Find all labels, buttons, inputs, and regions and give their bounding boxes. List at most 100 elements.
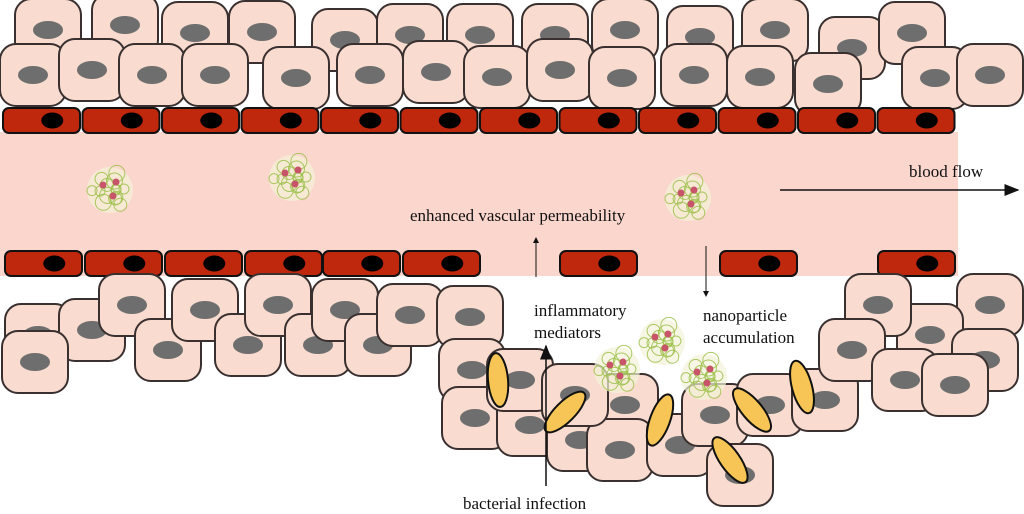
accumulation-label-line2: accumulation — [703, 328, 795, 347]
nanoparticle-polymer-coil — [691, 205, 706, 220]
nanoparticle-polymer-coil — [625, 363, 637, 375]
nanoparticle-payload — [109, 192, 117, 200]
nanoparticle-payload — [687, 200, 695, 208]
endothelial-cell — [638, 107, 717, 134]
tissue-cell — [794, 52, 862, 116]
nanoparticle-payload — [112, 178, 120, 186]
nanoparticle-polymer-coil — [707, 384, 722, 399]
tissue-cell — [956, 43, 1024, 107]
nanoparticle-payload — [693, 368, 701, 376]
tissue-cell-nucleus — [20, 353, 50, 371]
tissue-cell-nucleus — [247, 23, 277, 41]
nanoparticle-polymer-coil — [703, 377, 718, 392]
tissue-cell-nucleus — [679, 66, 709, 84]
tissue-cell-nucleus — [263, 296, 293, 314]
tissue-cell-nucleus — [330, 301, 360, 319]
tissue-cell-nucleus — [745, 68, 775, 86]
nanoparticle — [664, 172, 711, 221]
nanoparticle-payload — [294, 166, 302, 174]
nanoparticle-polymer-coil — [616, 370, 631, 385]
bacterium — [645, 393, 675, 447]
endothelial-cell-nucleus — [758, 255, 781, 272]
nanoparticle-polymer-coil — [657, 324, 675, 342]
bacterium — [732, 387, 772, 433]
endothelial-layer — [2, 107, 956, 277]
endothelial-cell-nucleus — [361, 255, 384, 272]
endothelial-cell — [479, 107, 558, 134]
endothelial-cell-nucleus — [597, 112, 620, 129]
endothelial-cell — [322, 250, 401, 277]
endothelial-cell-nucleus — [123, 255, 146, 272]
tissue-cell — [336, 43, 404, 107]
tissue-cell — [118, 43, 186, 107]
nanoparticle-payload — [703, 379, 711, 387]
tissue-cell-nucleus — [915, 326, 945, 344]
nanoparticles — [86, 152, 727, 400]
endothelial-cell — [81, 107, 161, 134]
bacterium — [789, 359, 815, 415]
mediators-label-line2: mediators — [534, 323, 602, 342]
endothelial-cell — [559, 250, 638, 277]
tissue-cell-nucleus — [281, 69, 311, 87]
tissue-cell-nucleus — [482, 68, 512, 86]
endothelial-cell-nucleus — [438, 112, 461, 129]
endothelial-cell-nucleus — [756, 112, 779, 129]
nanoparticle-polymer-coil — [699, 359, 717, 377]
nanoparticle — [638, 316, 685, 365]
tissue-cell-nucleus — [233, 336, 263, 354]
accumulation-label-line1: nanoparticle — [703, 306, 788, 325]
blood-flow-label: blood flow — [909, 162, 984, 181]
tissue-cell-nucleus — [200, 66, 230, 84]
nanoparticle-polymer-coil — [295, 185, 310, 200]
endothelial-cell-nucleus — [283, 255, 306, 272]
nanoparticle-polymer-coil — [105, 172, 123, 190]
endothelial-cell — [244, 250, 323, 277]
tissue-cell — [660, 43, 728, 107]
nanoparticle-polymer-coil — [612, 352, 630, 370]
nanoparticle-polymer-coil — [113, 197, 128, 212]
nanoparticle-polymer-coil — [687, 198, 702, 213]
nanoparticle — [593, 344, 640, 393]
tissue-cell-nucleus — [975, 296, 1005, 314]
tissue-cell-nucleus — [395, 306, 425, 324]
nanoparticle-payload — [616, 372, 624, 380]
nanoparticle-polymer-coil — [268, 173, 280, 185]
endothelial-cell — [2, 107, 81, 134]
tissue-cell-nucleus — [605, 441, 635, 459]
tissue-cell-nucleus — [455, 308, 485, 326]
tissue-cell — [956, 273, 1024, 337]
tissue-cell — [1, 330, 69, 394]
nanoparticle-payload — [606, 361, 614, 369]
nanoparticle-polymer-coil — [670, 335, 682, 347]
tissue-cell — [586, 418, 654, 482]
endothelial-cell-nucleus — [915, 112, 938, 129]
tissue-cell-nucleus — [460, 409, 490, 427]
endothelial-cell-nucleus — [120, 112, 143, 129]
tissue-cell-nucleus — [515, 416, 545, 434]
endothelial-cell-nucleus — [677, 112, 700, 129]
nanoparticle-polymer-coil — [593, 365, 605, 377]
tissue-cell — [181, 43, 249, 107]
tissue-cell-nucleus — [810, 391, 840, 409]
nanoparticle-polymer-coil — [683, 180, 701, 198]
endothelial-cell — [797, 107, 876, 134]
endothelial-cell-nucleus — [441, 255, 464, 272]
nanoparticle-polymer-coil — [109, 190, 124, 205]
endothelial-cell — [402, 250, 481, 277]
nanoparticle-payload — [619, 358, 627, 366]
tissue-cell-nucleus — [890, 371, 920, 389]
endothelial-cell-nucleus — [279, 112, 302, 129]
tissue-cell-nucleus — [457, 361, 487, 379]
endothelial-cell — [4, 250, 83, 277]
nanoparticle-payload — [281, 169, 289, 177]
tissue-cell-nucleus — [110, 16, 140, 34]
tissue-bottom — [1, 273, 1024, 507]
endothelial-cell — [84, 250, 163, 277]
endothelial-cell-nucleus — [41, 112, 64, 129]
nanoparticle-polymer-coil — [620, 377, 635, 392]
tissue-cell — [921, 353, 989, 417]
nanoparticle-polymer-coil — [118, 183, 130, 195]
endothelial-cell-nucleus — [200, 112, 223, 129]
nanoparticle — [86, 164, 133, 213]
